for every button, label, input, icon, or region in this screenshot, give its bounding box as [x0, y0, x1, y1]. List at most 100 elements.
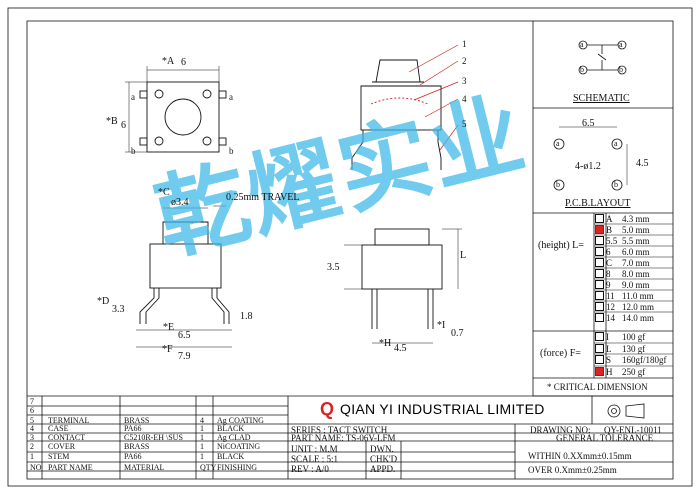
bom-cell-material: BRASS — [124, 442, 150, 451]
height-row-code-label: A — [606, 214, 613, 224]
tolerance-title: GENERAL TOLERANCE — [556, 433, 654, 443]
height-row-value: 8.0 mm — [622, 269, 650, 279]
height-row-code: C — [595, 258, 612, 268]
pcb-hole: 4-ø1.2 — [575, 161, 601, 172]
dim-i-value: 0.7 — [451, 328, 464, 339]
height-row-code: 14 — [595, 313, 615, 323]
pcb-title: P.C.B.LAYOUT — [565, 198, 631, 209]
height-row-value: 7.0 mm — [622, 258, 650, 268]
top-pin-b-right: b — [229, 146, 234, 156]
drawing-no-label: DRAWING NO: — [530, 425, 591, 435]
revision: REV : A/0 — [291, 464, 329, 474]
side-l-label: L — [460, 250, 467, 261]
scale: SCALE : 5:1 — [291, 454, 339, 464]
part-number-4: 4 — [462, 94, 467, 104]
top-view — [125, 66, 227, 153]
height-row-checkbox — [595, 236, 604, 245]
inner-border — [26, 20, 674, 480]
pcb-layout — [553, 126, 628, 191]
force-row-value: 250 gf — [622, 366, 646, 377]
bom-header-finish: FINISHING — [217, 463, 257, 472]
height-row-checkbox — [595, 280, 604, 289]
dim-f-label: *F — [162, 344, 173, 355]
force-row-code: H — [595, 366, 613, 377]
bom-cell-no: 3 — [30, 433, 34, 442]
pcb-pin-a-left: a — [556, 139, 560, 148]
bom-cell-part: COVER — [48, 442, 76, 451]
dim-a-value: 6 — [181, 57, 186, 68]
dim-e-value: 6.5 — [178, 330, 191, 341]
bom-header-no: NO — [30, 463, 42, 472]
height-row-value: 12.0 mm — [622, 302, 655, 312]
tolerance-within: WITHIN 0.XXmm±0.15mm — [528, 451, 632, 461]
pcb-width: 6.5 — [582, 118, 595, 129]
drawing-no: QY-ENL-10011 — [604, 425, 662, 435]
chkd-label: CHK'D — [370, 454, 398, 464]
dim-b-label: *B — [106, 116, 118, 127]
bom-cell-no: 7 — [30, 397, 34, 406]
height-row-checkbox — [595, 247, 604, 256]
pcb-height: 4.5 — [636, 158, 649, 169]
force-row-code-label: I — [606, 332, 609, 342]
height-row-code: 8 — [595, 269, 611, 279]
appd-label: APPD. — [370, 464, 396, 474]
height-row-value: 9.0 mm — [622, 280, 650, 290]
height-row-code-label: 5.5 — [606, 236, 618, 246]
force-row-code: S — [595, 355, 611, 365]
force-row-code-label: H — [606, 366, 613, 377]
height-row-code-label: 12 — [606, 302, 615, 312]
bom-cell-part: CASE — [48, 424, 69, 433]
pcb-pin-b-right: b — [614, 180, 618, 189]
height-row-checkbox — [595, 214, 604, 223]
series: SERIES : TACT SWITCH — [291, 425, 388, 435]
bom-cell-finish: BLACK — [217, 424, 245, 433]
dim-c-value: ø3.4 — [171, 197, 189, 208]
schematic-pin-b-right: b — [619, 65, 623, 74]
side-view — [344, 228, 462, 344]
schematic-symbol — [578, 40, 627, 75]
dim-g-value: 1.8 — [240, 311, 253, 322]
pcb-pin-b-left: b — [556, 180, 560, 189]
bom-cell-part: TERMINAL — [48, 416, 90, 425]
height-row-code: 9 — [595, 280, 611, 290]
bom-cell-material: PA66 — [124, 452, 142, 461]
bom-header-qty: QTY — [200, 463, 217, 472]
force-row-value: 130 gf — [622, 343, 646, 354]
dwn-label: DWN. — [370, 444, 394, 454]
top-pin-a-left: a — [131, 92, 135, 102]
bom-cell-part: STEM — [48, 452, 70, 461]
force-row-code-label: S — [606, 355, 612, 365]
height-row-checkbox — [595, 258, 604, 267]
height-row-code-label: C — [606, 258, 613, 268]
dim-d-label: *D — [97, 296, 110, 307]
dim-e-label: *E — [163, 322, 175, 333]
force-row-checkbox — [595, 366, 604, 376]
bom-cell-finish: Ag CLAD — [217, 433, 251, 442]
part-number-1: 1 — [462, 39, 467, 49]
force-row-checkbox — [595, 343, 604, 353]
dim-i-label: *I — [437, 320, 446, 331]
height-row-code: 11 — [595, 291, 615, 301]
bom-cell-no: 2 — [30, 442, 34, 451]
bom-cell-qty: 1 — [200, 442, 204, 451]
force-row-value: 100 gf — [622, 332, 646, 342]
part-leaders — [408, 44, 459, 151]
force-row-code: L — [595, 343, 612, 354]
bom-cell-qty: 1 — [200, 424, 204, 433]
height-row-code-label: 14 — [606, 313, 615, 323]
part-number-3: 3 — [462, 76, 467, 86]
schematic-pin-b-left: b — [580, 65, 584, 74]
bom-cell-no: 6 — [30, 406, 34, 415]
bom-cell-finish: NiCOATING — [217, 442, 261, 451]
height-row-checkbox — [595, 225, 604, 234]
company-name: QIAN YI INDUSTRIAL LIMITED — [340, 401, 545, 417]
projection-symbol-icon — [607, 403, 645, 419]
dim-b-value: 6 — [121, 120, 126, 131]
force-label: (force) F= — [540, 348, 581, 359]
dim-c-label: *C — [158, 187, 170, 198]
tolerance-over: OVER 0.Xmm±0.25mm — [528, 465, 617, 475]
height-row-value: 4.3 mm — [622, 214, 650, 224]
company-logo: Q — [320, 399, 335, 419]
